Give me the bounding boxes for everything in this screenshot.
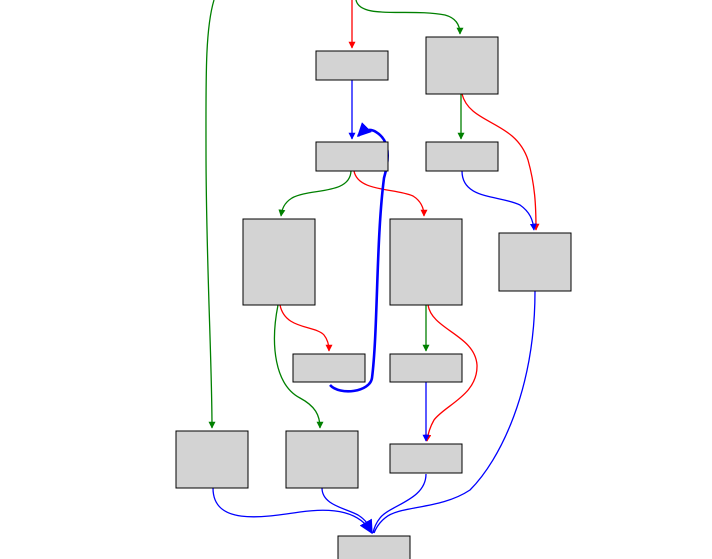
edges	[205, 0, 540, 535]
node-left-exit[interactable]	[175, 430, 249, 489]
edge-top-b-to-far-right	[461, 93, 540, 231]
edge-loop-body-back-to-loop-header	[329, 122, 389, 393]
node-right-child[interactable]	[389, 353, 463, 383]
node-mid-exit[interactable]	[285, 430, 359, 489]
node-branch-right[interactable]	[389, 218, 463, 306]
node-loop-header[interactable]	[315, 141, 389, 172]
edge-entry-to-top-b	[355, 0, 464, 35]
node-top-b[interactable]	[425, 36, 499, 95]
node-right-exit[interactable]	[389, 443, 463, 474]
edge-branch-left-to-mid-exit	[273, 304, 324, 429]
nodes	[175, 36, 572, 559]
edge-loop-header-to-branch-right	[353, 170, 428, 217]
edge-right-exit-to-join	[372, 473, 427, 534]
node-top-a[interactable]	[315, 50, 389, 81]
edge-entry-to-left-exit	[205, 0, 216, 429]
edge-branch-left-to-loop-body	[279, 304, 333, 352]
node-b-child[interactable]	[425, 141, 499, 172]
edge-left-exit-to-join	[212, 487, 373, 535]
edge-far-right-to-join	[373, 290, 536, 534]
node-far-right[interactable]	[498, 232, 572, 292]
edge-branch-right-to-right-exit	[424, 304, 478, 442]
node-branch-left[interactable]	[242, 218, 316, 306]
edge-b-child-to-far-right	[461, 170, 537, 231]
edge-mid-exit-to-join	[321, 487, 373, 534]
edge-loop-header-to-branch-left	[278, 170, 352, 217]
node-loop-body[interactable]	[292, 353, 366, 383]
node-join[interactable]	[337, 535, 411, 559]
